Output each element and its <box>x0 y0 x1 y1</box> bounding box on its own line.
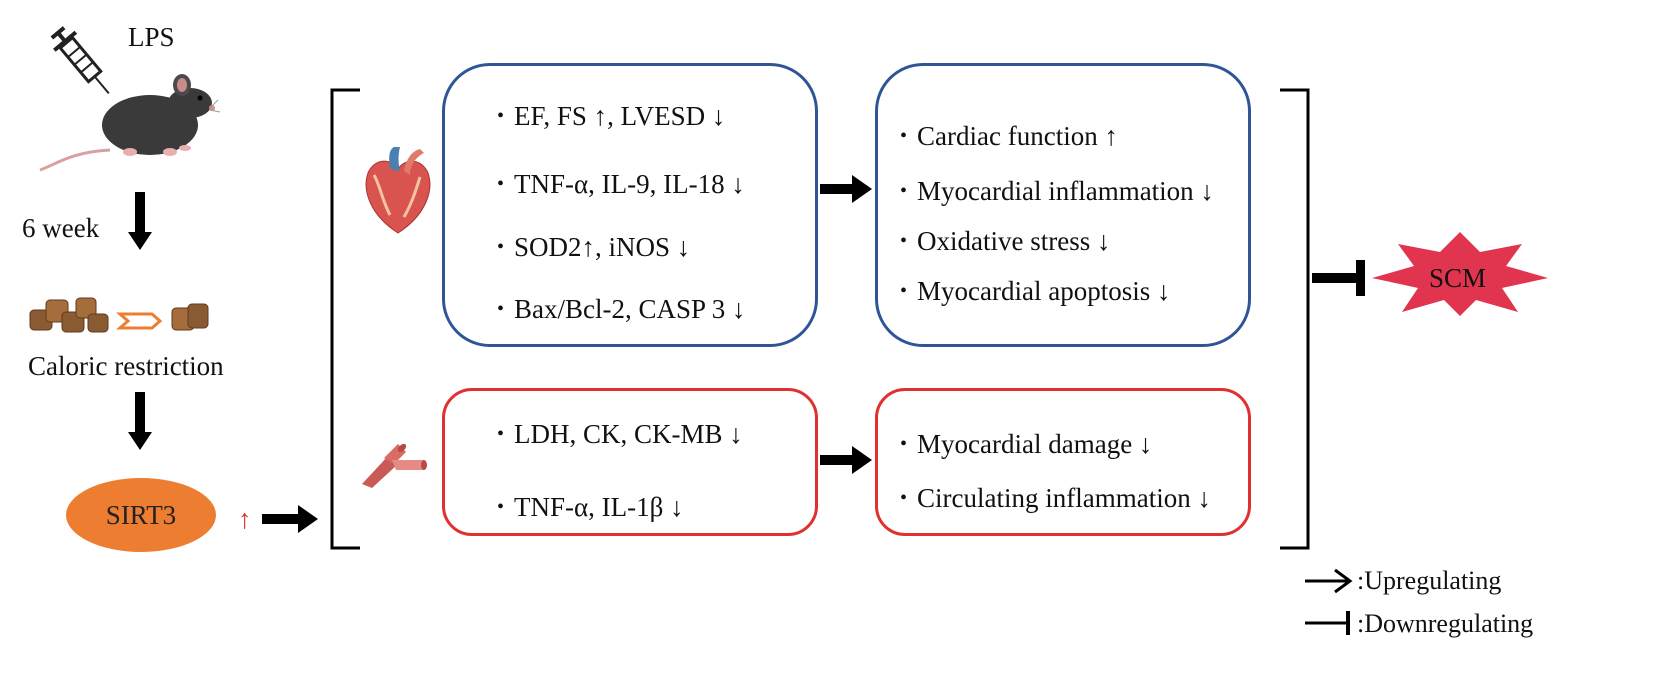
caloric-label: Caloric restriction <box>28 351 224 381</box>
heart-marker-item: •TNF-α, IL-9, IL-18 ↓ <box>497 169 745 199</box>
blood-vessel-icon <box>362 443 427 488</box>
left-bracket <box>330 88 360 550</box>
lps-label: LPS <box>128 22 175 52</box>
heart-icon <box>365 147 431 234</box>
scm-star-node <box>1372 232 1548 316</box>
inhibition-arrow-icon <box>1312 260 1365 296</box>
heart-outcome-item: •Myocardial inflammation ↓ <box>900 176 1214 206</box>
upregulating-arrow-icon <box>1305 568 1353 594</box>
down-arrow-icon <box>128 192 152 250</box>
sirt3-node: SIRT3 <box>66 478 216 552</box>
sirt3-up-arrow: ↑ <box>238 504 252 534</box>
right-arrow-icon <box>262 505 318 533</box>
legend-up-label: :Upregulating <box>1357 566 1502 595</box>
heart-outcome-item: •Myocardial apoptosis ↓ <box>900 276 1171 306</box>
blood-marker-item: •LDH, CK, CK-MB ↓ <box>497 419 743 449</box>
heart-marker-item: •SOD2↑, iNOS ↓ <box>497 232 691 262</box>
down-arrow-icon <box>128 392 152 450</box>
right-arrow-icon <box>820 175 872 203</box>
heart-outcome-item: •Oxidative stress ↓ <box>900 226 1111 256</box>
blood-outcome-item: •Circulating inflammation ↓ <box>900 483 1211 513</box>
syringe-icon <box>50 26 110 94</box>
sirt3-label: SIRT3 <box>105 499 177 530</box>
heart-outcome-item: •Cardiac function ↑ <box>900 121 1118 151</box>
scm-label: SCM <box>1429 263 1487 293</box>
heart-marker-item: •Bax/Bcl-2, CASP 3 ↓ <box>497 294 746 324</box>
food-pellets-icon <box>29 297 209 333</box>
legend-down-label: :Downregulating <box>1357 609 1534 638</box>
heart-outcomes-box: •Cardiac function ↑ •Myocardial inflamma… <box>875 63 1251 347</box>
right-bracket <box>1280 88 1310 550</box>
blood-marker-item: •TNF-α, IL-1β ↓ <box>497 492 684 522</box>
mouse-icon <box>39 74 221 172</box>
blood-outcomes-box: •Myocardial damage ↓ •Circulating inflam… <box>875 388 1251 536</box>
blood-markers-box: •LDH, CK, CK-MB ↓ •TNF-α, IL-1β ↓ <box>442 388 818 536</box>
downregulating-bar-icon <box>1305 611 1350 635</box>
right-arrow-icon <box>820 446 872 474</box>
heart-marker-item: •EF, FS ↑, LVESD ↓ <box>497 101 726 131</box>
heart-markers-box: •EF, FS ↑, LVESD ↓ •TNF-α, IL-9, IL-18 ↓… <box>442 63 818 347</box>
blood-outcome-item: •Myocardial damage ↓ <box>900 429 1153 459</box>
duration-label: 6 week <box>22 213 100 243</box>
